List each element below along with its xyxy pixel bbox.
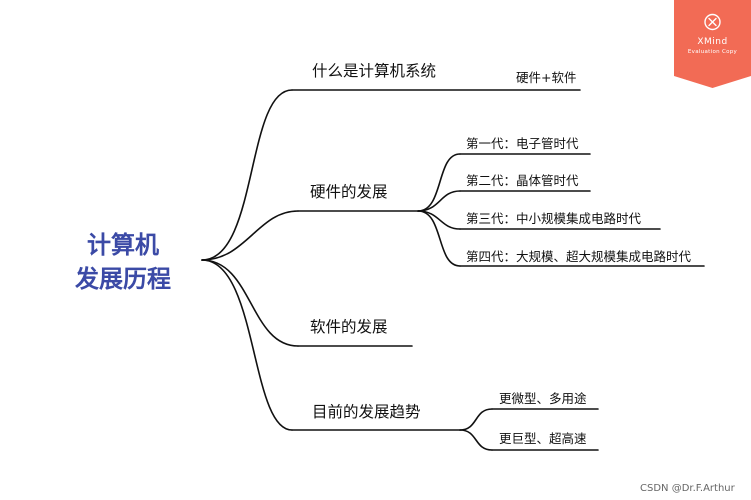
connector-branch-3-child-0 xyxy=(459,408,493,431)
branch-hardware-development[interactable]: 硬件的发展 xyxy=(310,183,388,201)
connector-branch-1-child-1 xyxy=(417,190,461,212)
subtopic-second-generation[interactable]: 第二代：晶体管时代 xyxy=(466,173,579,188)
footer-credit: CSDN @Dr.F.Arthur xyxy=(640,483,735,494)
branch-current-trends[interactable]: 目前的发展趋势 xyxy=(312,403,421,421)
connector-branch-1-child-2 xyxy=(417,210,461,230)
subtopic-larger-faster[interactable]: 更巨型、超高速 xyxy=(499,431,587,446)
subtopic-hardware-plus-software[interactable]: 硬件+软件 xyxy=(516,70,577,85)
subtopic-fourth-generation[interactable]: 第四代：大规模、超大规模集成电路时代 xyxy=(466,249,692,264)
connector-branch-1-child-0 xyxy=(417,153,461,212)
connector-root-branch-3 xyxy=(201,259,293,431)
subtopic-first-generation[interactable]: 第一代：电子管时代 xyxy=(466,136,579,151)
root-topic-line-2: 发展历程 xyxy=(75,265,171,293)
connector-root-branch-0 xyxy=(201,89,293,261)
branch-what-is-computer-system[interactable]: 什么是计算机系统 xyxy=(312,62,437,80)
root-topic-line-1: 计算机 xyxy=(87,231,159,259)
subtopic-smaller-multipurpose[interactable]: 更微型、多用途 xyxy=(499,391,587,406)
branch-software-development[interactable]: 软件的发展 xyxy=(310,318,388,336)
badge-brand: XMind xyxy=(697,37,728,47)
connector-branch-3-child-1 xyxy=(459,429,493,451)
connector-root-branch-1 xyxy=(201,210,299,261)
connector-root-branch-2 xyxy=(201,259,299,347)
subtopic-third-generation[interactable]: 第三代：中小规模集成电路时代 xyxy=(466,211,642,226)
badge-subtitle: Evaluation Copy xyxy=(687,49,738,55)
connector-branch-1-child-3 xyxy=(417,210,461,267)
xmind-evaluation-badge: XMind Evaluation Copy xyxy=(674,0,751,88)
root-topic[interactable]: 计算机 发展历程 xyxy=(58,228,188,296)
badge-shape xyxy=(674,0,751,88)
